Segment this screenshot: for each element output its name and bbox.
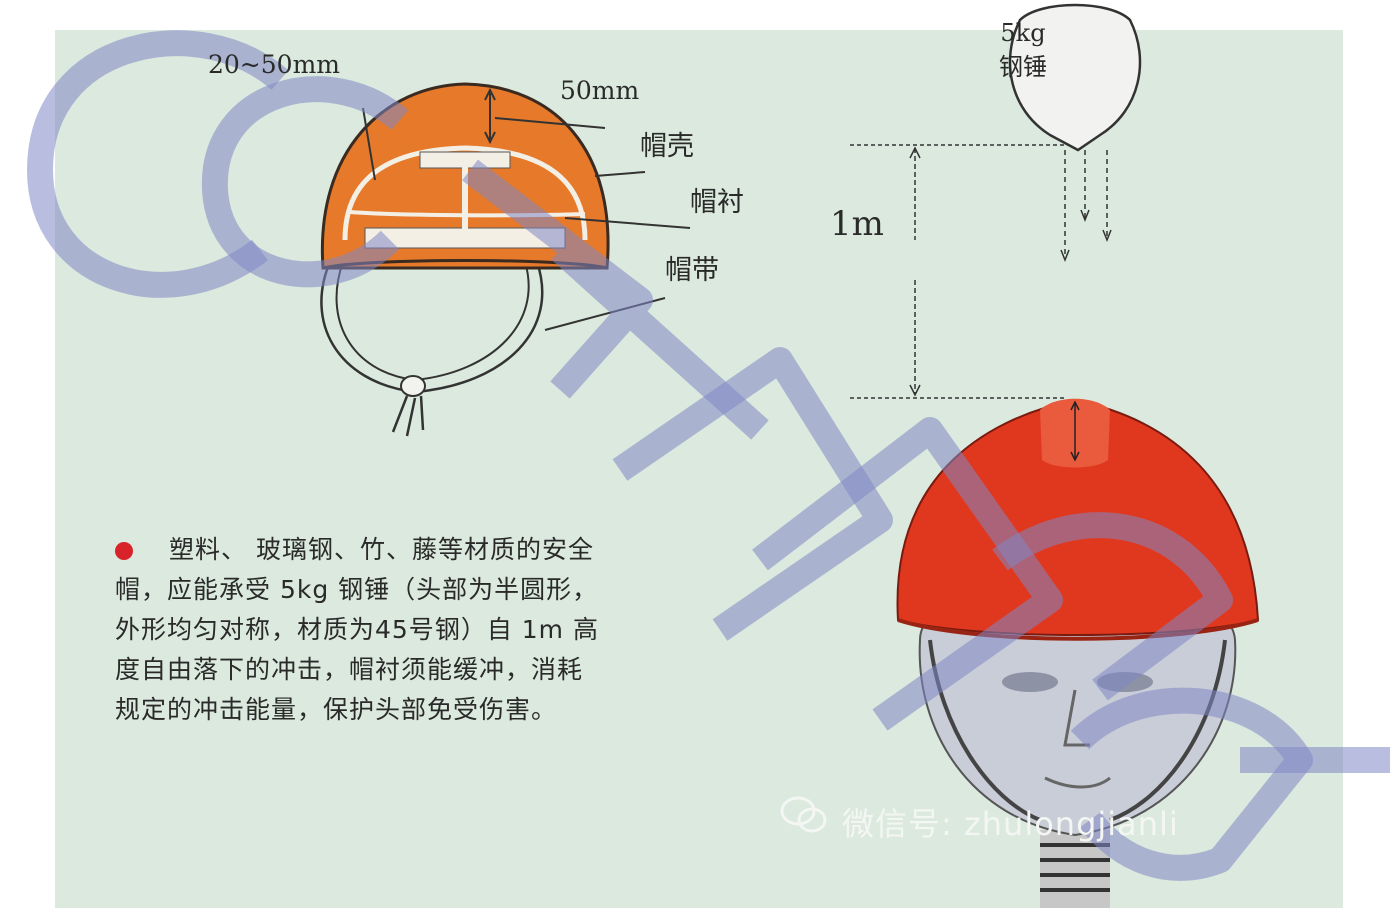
label-helmet-shell: 帽壳 xyxy=(640,131,694,162)
description-line: 帽，应能承受 5kg 钢锤（头部为半圆形， xyxy=(115,575,599,604)
hammer-label: 5kg 钢锤 xyxy=(975,16,1071,84)
description-text: 塑料、 玻璃钢、竹、藤等材质的安全 帽，应能承受 5kg 钢锤（头部为半圆形， … xyxy=(115,530,735,730)
wechat-watermark: 微信号: zhulongjianli xyxy=(780,795,1179,845)
label-drop-height: 1m xyxy=(830,204,884,244)
description-line: 塑料、 玻璃钢、竹、藤等材质的安全 xyxy=(115,530,735,570)
description-line: 规定的冲击能量，保护头部免受伤害。 xyxy=(115,695,558,724)
dimension-label-gap: 50mm xyxy=(560,76,640,105)
dimension-label-top: 20~50mm xyxy=(208,50,340,79)
description-line: 度自由落下的冲击，帽衬须能缓冲，消耗 xyxy=(115,655,584,684)
watermark-logo xyxy=(27,30,1390,881)
label-helmet-strap: 帽带 xyxy=(665,255,719,286)
description-line: 外形均匀对称，材质为45号钢）自 1m 高 xyxy=(115,615,599,644)
hammer-shape xyxy=(1008,3,1142,152)
label-helmet-lining: 帽衬 xyxy=(690,187,744,218)
bullet-icon xyxy=(115,542,133,560)
hammer-weight: 5kg xyxy=(1000,19,1046,47)
hammer-name: 钢锤 xyxy=(999,53,1047,81)
wechat-icon xyxy=(780,795,828,843)
drop-test-diagram xyxy=(850,3,1142,399)
